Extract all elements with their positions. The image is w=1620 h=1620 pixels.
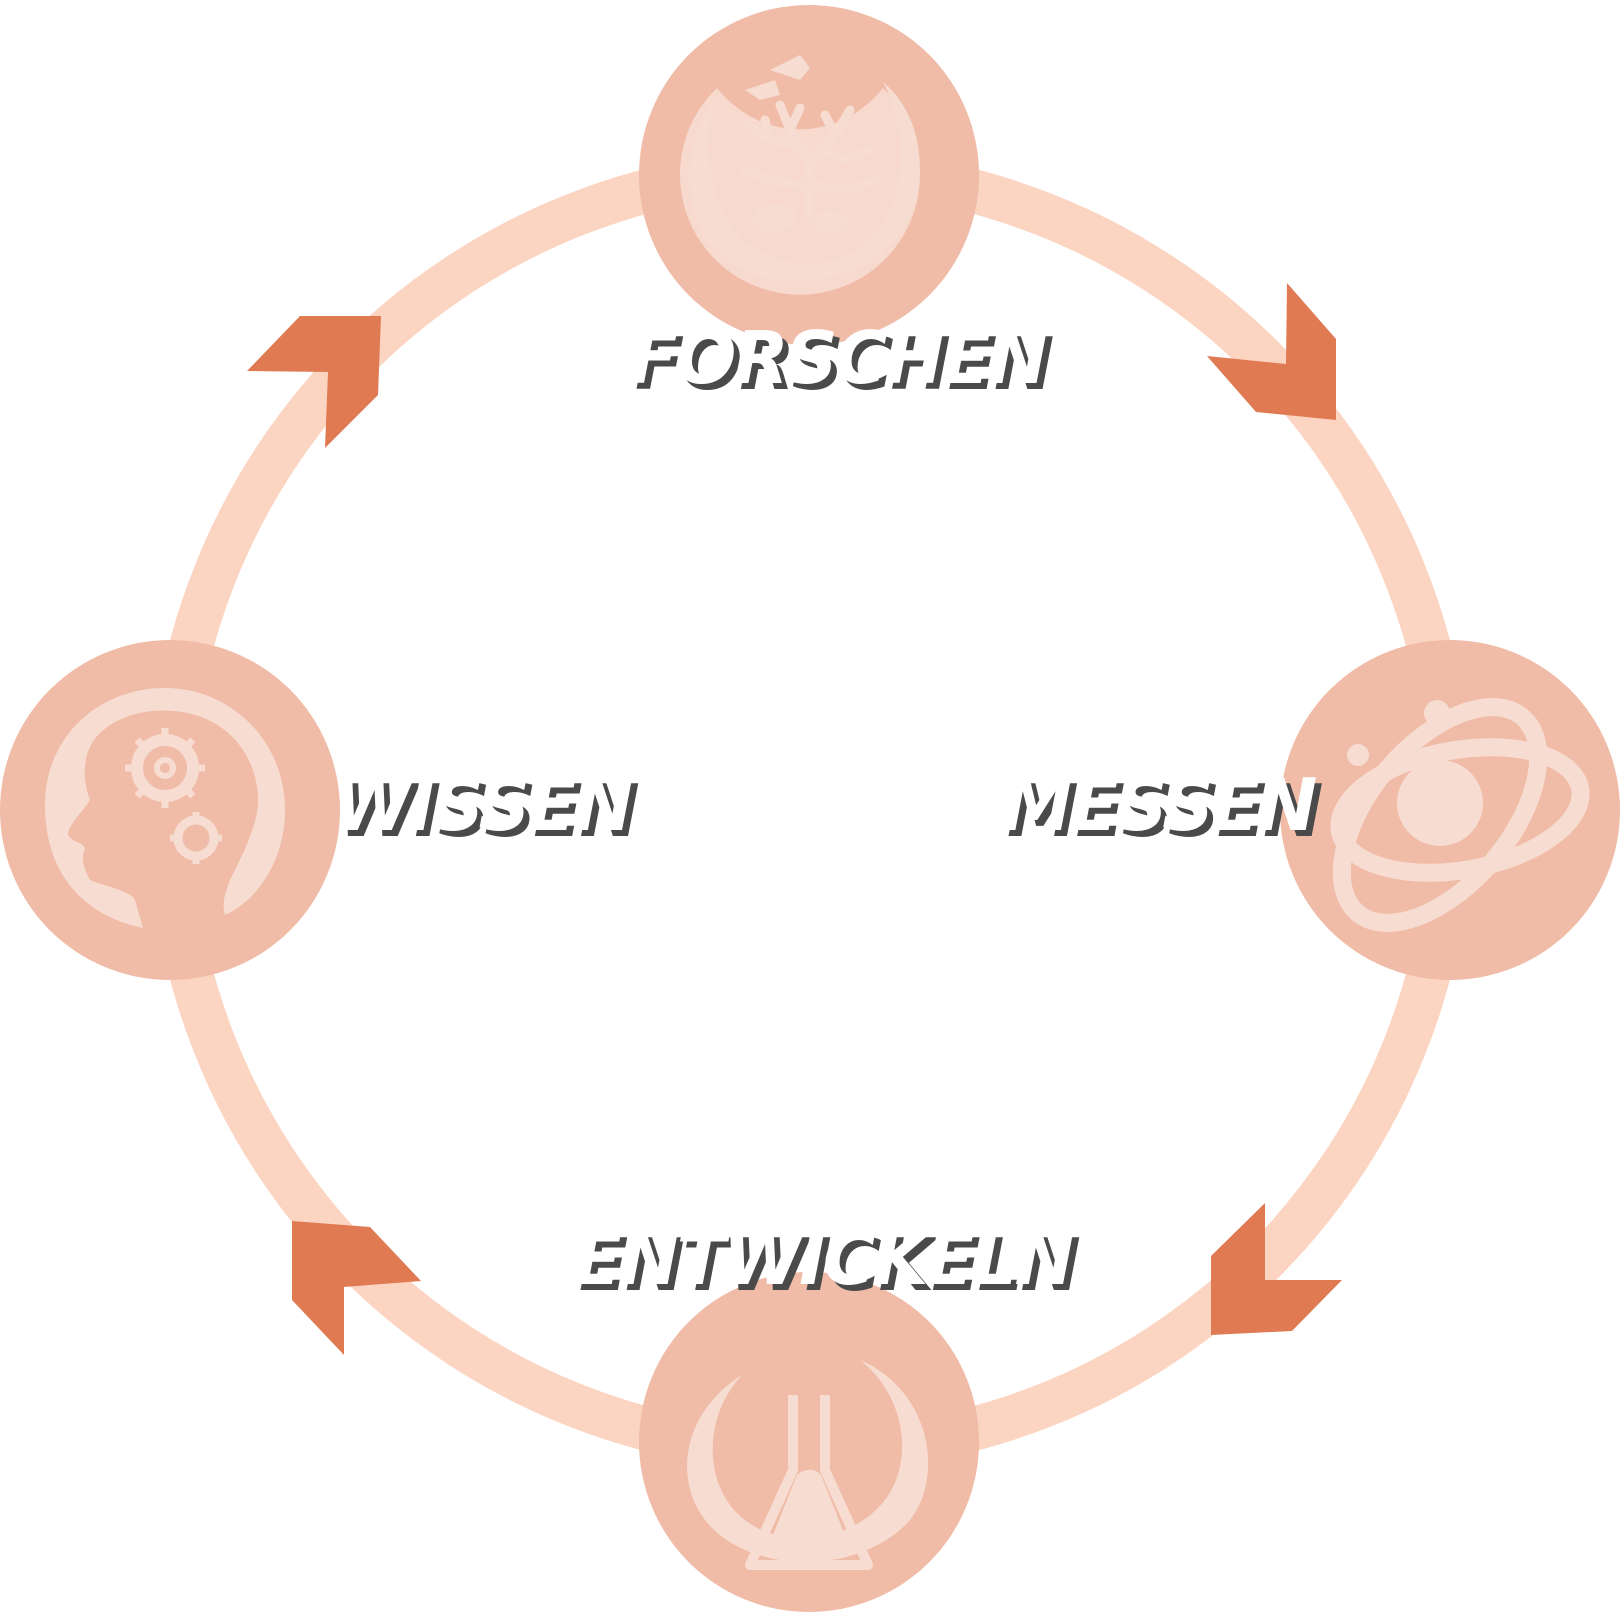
stage-node-wissen <box>0 640 340 980</box>
svg-text:FORSCHEN: FORSCHEN <box>629 316 1047 400</box>
svg-text:ENTWICKELN: ENTWICKELN <box>573 1217 1073 1301</box>
lab-flask-icon <box>687 1360 929 1570</box>
svg-text:ENTWICKELN: ENTWICKELN <box>579 1223 1079 1307</box>
svg-text:WISSEN: WISSEN <box>332 763 633 847</box>
svg-text:WISSEN: WISSEN <box>338 769 639 853</box>
label-wissen: WISSEN WISSEN <box>332 763 642 853</box>
svg-text:FORSCHEN: FORSCHEN <box>635 322 1053 406</box>
arrow-wissen-to-forschen <box>247 316 381 448</box>
arrow-entwickeln-to-wissen <box>292 1221 421 1355</box>
coral-reef-icon <box>680 55 921 295</box>
arrow-messen-to-entwickeln <box>1211 1203 1342 1335</box>
head-gears-icon <box>45 688 285 928</box>
stage-node-messen <box>1280 640 1620 980</box>
stage-node-forschen <box>639 5 979 345</box>
atom-orbit-icon <box>1330 698 1590 932</box>
label-messen: MESSEN MESSEN <box>1001 763 1325 853</box>
stage-node-entwickeln <box>639 1272 979 1612</box>
svg-text:MESSEN: MESSEN <box>1007 769 1322 853</box>
svg-text:MESSEN: MESSEN <box>1001 763 1316 847</box>
arrow-forschen-to-messen <box>1207 283 1336 420</box>
label-forschen: FORSCHEN FORSCHEN <box>629 316 1056 406</box>
label-entwickeln: ENTWICKELN ENTWICKELN <box>573 1217 1082 1307</box>
